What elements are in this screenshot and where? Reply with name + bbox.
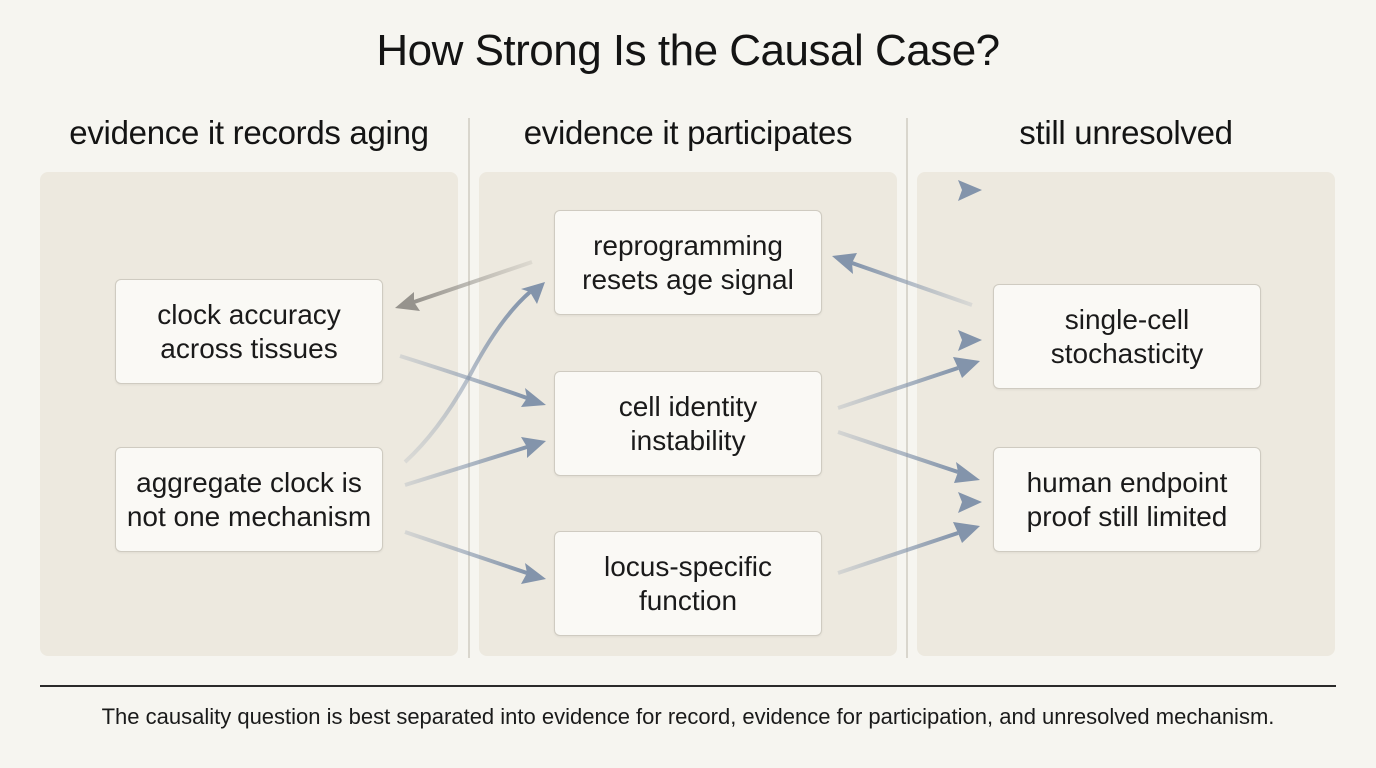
node-label: locus-specific function (603, 550, 773, 616)
node-human-endpoint: human endpoint proof still limited (993, 447, 1261, 552)
node-aggregate-clock: aggregate clock is not one mechanism (115, 447, 383, 552)
node-label: cell identity instability (618, 390, 758, 456)
node-single-cell: single-cell stochasticity (993, 284, 1261, 389)
column-header-record: evidence it records aging (69, 114, 429, 151)
diagram-title: How Strong Is the Causal Case? (376, 26, 1000, 75)
column-header-participate: evidence it participates (523, 114, 853, 151)
footer-rule (40, 685, 1336, 687)
node-reprogramming: reprogramming resets age signal (554, 210, 822, 315)
node-label: single-cell stochasticity (1050, 303, 1204, 369)
footer-caption: The causality question is best separated… (101, 704, 1275, 729)
node-locus-specific: locus-specific function (554, 531, 822, 636)
column-divider-left (468, 118, 470, 658)
node-label: human endpoint proof still limited (1026, 466, 1228, 532)
node-label: reprogramming resets age signal (582, 229, 794, 295)
node-cell-identity: cell identity instability (554, 371, 822, 476)
node-clock-accuracy: clock accuracy across tissues (115, 279, 383, 384)
node-label: aggregate clock is not one mechanism (126, 466, 372, 532)
column-divider-right (906, 118, 908, 658)
panel-record (40, 172, 458, 656)
panel-unresolved (917, 172, 1335, 656)
node-label: clock accuracy across tissues (157, 298, 341, 364)
column-header-unresolved: still unresolved (1019, 114, 1233, 151)
